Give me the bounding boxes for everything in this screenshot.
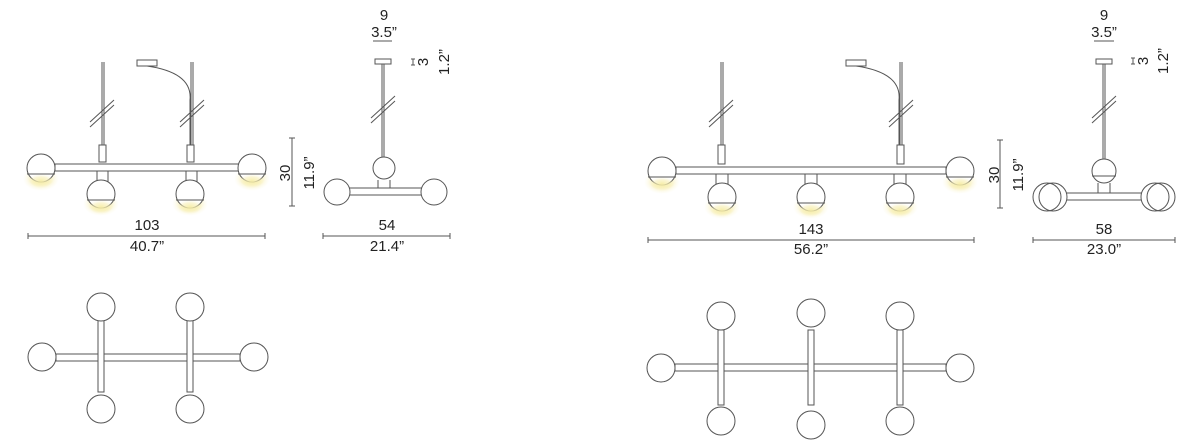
large-front-height-imperial: 11.9”: [1010, 158, 1027, 192]
small-side-canopy: [374, 58, 392, 65]
small-front-glows: [23, 167, 270, 216]
small-front-globes: [26, 153, 267, 209]
large-front-view: [644, 59, 1003, 243]
large-canopy-width-imperial: 3.5”: [1091, 24, 1117, 41]
small-front-view: [23, 59, 295, 239]
large-side-width-metric: 58: [1091, 222, 1117, 238]
small-side-width-metric: 54: [374, 218, 400, 234]
large-front-height-metric: 30: [986, 166, 1003, 184]
large-front-width-metric: 143: [794, 222, 828, 238]
small-side-width-imperial: 21.4”: [369, 238, 405, 255]
large-side-width-imperial: 23.0”: [1086, 241, 1122, 258]
small-canopy-width-imperial: 3.5”: [371, 24, 397, 41]
small-canopy-height-imperial: 1.2”: [436, 49, 453, 75]
large-top-view: [646, 298, 975, 440]
small-front-height-metric: 30: [277, 164, 294, 182]
small-canopy-height-metric: 3: [415, 57, 432, 67]
small-front-body: [54, 163, 241, 172]
small-front-width-imperial: 40.7”: [129, 238, 165, 255]
large-side-view: [1032, 40, 1176, 243]
small-front-canopy: [136, 59, 158, 67]
small-top-view: [27, 292, 269, 424]
large-canopy-height-metric: 3: [1135, 56, 1152, 66]
small-side-view: [322, 40, 451, 239]
large-canopy-height-imperial: 1.2”: [1155, 48, 1172, 74]
large-canopy-width-metric: 9: [1099, 7, 1109, 24]
large-front-width-imperial: 56.2”: [793, 241, 829, 258]
small-front-width-metric: 103: [130, 218, 164, 234]
small-canopy-width-metric: 9: [379, 7, 389, 24]
small-front-height-imperial: 11.9”: [301, 156, 318, 190]
